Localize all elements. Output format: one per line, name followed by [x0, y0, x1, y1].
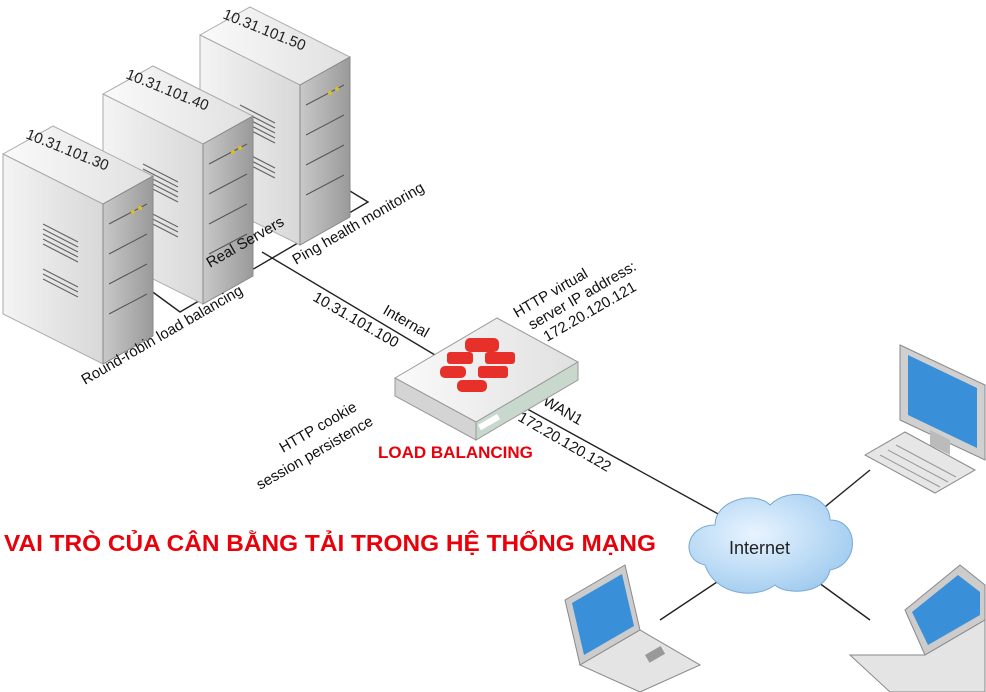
wan1-link [519, 404, 721, 516]
brand-plate-icon [477, 414, 501, 431]
cloud-laptop-right-link [814, 579, 871, 621]
internet-cloud-icon [688, 493, 853, 594]
load-balancer-device [393, 317, 580, 441]
fortinet-logo-icon [440, 338, 515, 392]
desktop-computer-icon [863, 344, 986, 494]
page-title: VAI TRÒ CỦA CÂN BẰNG TẢI TRONG HỆ THỐNG … [4, 528, 656, 556]
laptop-right-icon [848, 564, 986, 692]
device-label: LOAD BALANCING [378, 443, 533, 462]
laptop-left-icon [564, 564, 702, 692]
cloud-laptop-left-link [659, 579, 721, 621]
internet-label: Internet [729, 538, 790, 558]
internal-link [261, 251, 436, 356]
